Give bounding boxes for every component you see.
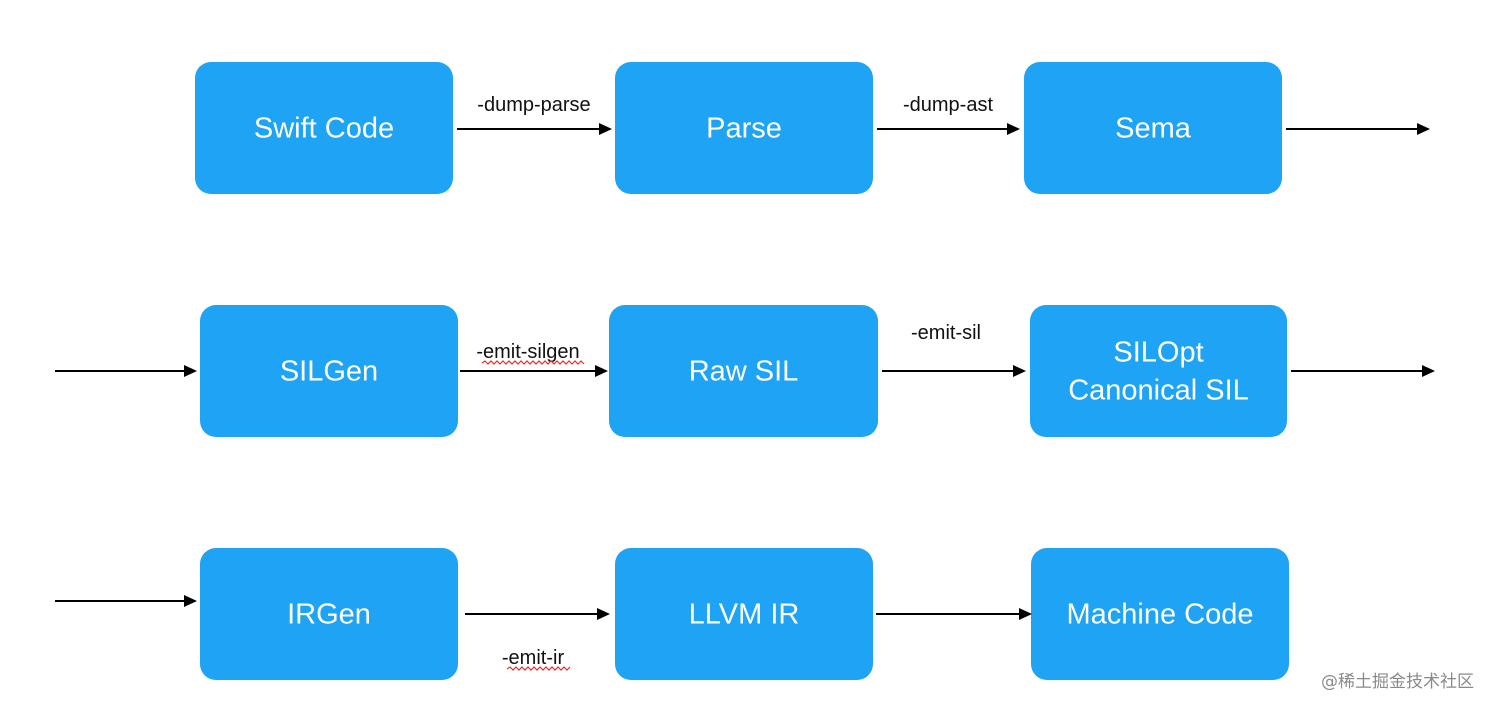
node-label-sema: Sema bbox=[1115, 113, 1192, 145]
edge-raw-sil-to-silopt: -emit-sil bbox=[882, 322, 1026, 377]
node-label-silopt: Canonical SIL bbox=[1068, 375, 1249, 407]
node-box-sema bbox=[1024, 62, 1282, 194]
edge-label: -dump-parse bbox=[477, 94, 590, 116]
node-label-parse: Parse bbox=[706, 113, 782, 145]
node-label-irgen: IRGen bbox=[287, 599, 371, 631]
edge-parse-to-sema: -dump-ast bbox=[877, 94, 1020, 135]
spellcheck-underline bbox=[506, 666, 571, 671]
node-box-silgen bbox=[200, 305, 458, 437]
arrowhead-icon bbox=[1013, 365, 1026, 377]
edge-llvm-ir-to-machine-code bbox=[876, 608, 1032, 620]
arrowhead-icon bbox=[1422, 365, 1435, 377]
node-label-swift-code: Swift Code bbox=[254, 113, 394, 145]
edge-start-to-silgen bbox=[55, 365, 197, 377]
node-label-raw-sil: Raw SIL bbox=[689, 356, 799, 388]
arrowhead-icon bbox=[595, 365, 608, 377]
edge-irgen-to-llvm-ir: -emit-ir bbox=[465, 608, 610, 671]
edge-silopt-to-next bbox=[1291, 365, 1435, 377]
edge-label: -emit-sil bbox=[911, 322, 981, 344]
edge-label: -emit-silgen bbox=[476, 341, 579, 363]
edge-start-to-irgen bbox=[55, 595, 197, 607]
arrowhead-icon bbox=[597, 608, 610, 620]
node-llvm-ir: LLVM IR bbox=[615, 548, 873, 680]
node-box-parse bbox=[615, 62, 873, 194]
node-swift-code: Swift Code bbox=[195, 62, 453, 194]
node-raw-sil: Raw SIL bbox=[609, 305, 878, 437]
node-label-llvm-ir: LLVM IR bbox=[689, 599, 800, 631]
arrowhead-icon bbox=[1007, 123, 1020, 135]
arrowhead-icon bbox=[184, 365, 197, 377]
node-box-swift-code bbox=[195, 62, 453, 194]
arrowhead-icon bbox=[1417, 123, 1430, 135]
arrowhead-icon bbox=[1019, 608, 1032, 620]
spellcheck-underline bbox=[481, 360, 585, 365]
edge-label: -dump-ast bbox=[903, 94, 993, 116]
node-box-irgen bbox=[200, 548, 458, 680]
node-box-llvm-ir bbox=[615, 548, 873, 680]
node-label-machine-code: Machine Code bbox=[1067, 599, 1254, 631]
node-machine-code: Machine Code bbox=[1031, 548, 1289, 680]
edge-sema-to-next bbox=[1286, 123, 1430, 135]
node-parse: Parse bbox=[615, 62, 873, 194]
node-box-silopt bbox=[1030, 305, 1287, 437]
edge-label: -emit-ir bbox=[502, 647, 565, 669]
node-sema: Sema bbox=[1024, 62, 1282, 194]
node-box-raw-sil bbox=[609, 305, 878, 437]
node-label-silopt: SILOpt bbox=[1113, 337, 1203, 369]
edge-silgen-to-raw-sil: -emit-silgen bbox=[460, 341, 608, 377]
edge-swift-code-to-parse: -dump-parse bbox=[457, 94, 612, 135]
node-label-silgen: SILGen bbox=[280, 356, 378, 388]
arrowhead-icon bbox=[599, 123, 612, 135]
node-box-machine-code bbox=[1031, 548, 1289, 680]
arrowhead-icon bbox=[184, 595, 197, 607]
watermark-text: @稀土掘金技术社区 bbox=[1321, 672, 1474, 692]
node-irgen: IRGen bbox=[200, 548, 458, 680]
node-silgen: SILGen bbox=[200, 305, 458, 437]
